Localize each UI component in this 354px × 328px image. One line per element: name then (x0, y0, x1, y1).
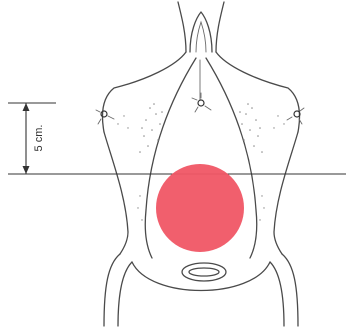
right-nipple-marker (287, 108, 304, 124)
dimension-arrow-bottom (23, 166, 30, 174)
neck-outline (178, 2, 224, 52)
left-nipple-marker (96, 110, 114, 124)
measurement-guides: 5 cm. (8, 103, 346, 174)
xiphoid-marker (192, 93, 211, 112)
measurement-label: 5 cm. (33, 125, 45, 152)
umbilicus (182, 263, 226, 281)
dimension-arrow-top (23, 103, 30, 111)
target-circle (156, 164, 244, 252)
